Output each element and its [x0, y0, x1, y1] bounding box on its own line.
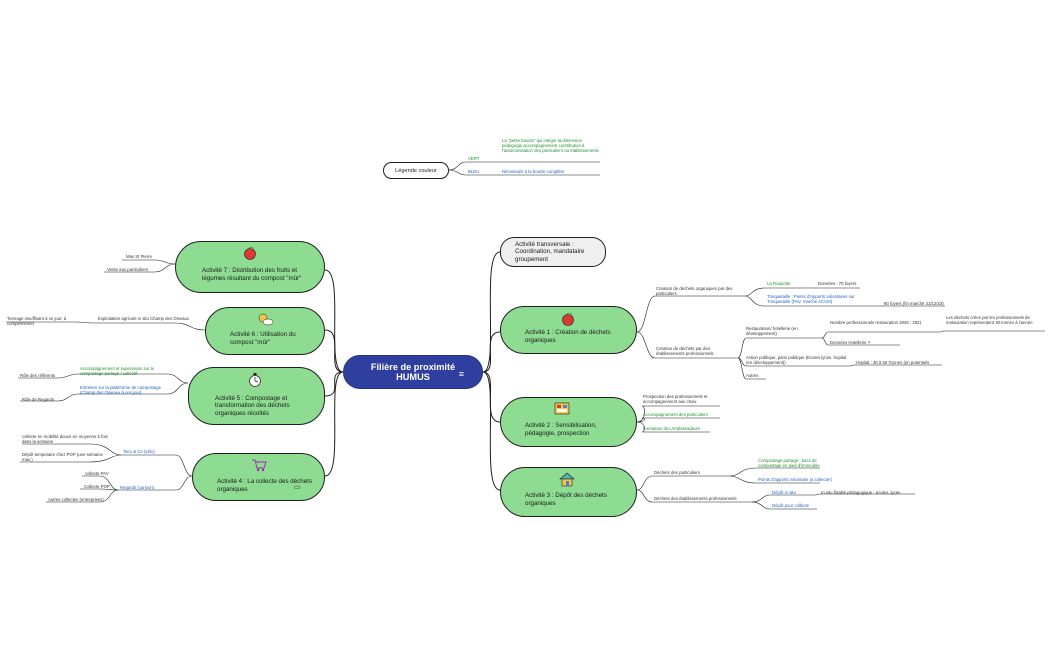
a5-role-referents: Rôle des référents — [20, 373, 56, 378]
central-title: Filière de proximité HUMUS — [370, 361, 456, 383]
a4-taco-mobilite: collecte en mobilité douce en moyenne 5 … — [22, 434, 108, 445]
a1-roquette-data: Données : 70 foyers — [818, 281, 857, 286]
a4-collecte-pop: Collecte POP — [84, 484, 110, 489]
a7-vente: Vente aux particuliers — [107, 267, 149, 272]
legend-bleu-label: BLEU — [468, 169, 480, 174]
cart-icon — [252, 459, 267, 472]
a6-exploitation: Exploitation agricole in situ Champ des … — [98, 316, 189, 321]
a1-creation-etablissements: Création de déchets par des établissemen… — [656, 346, 714, 357]
apple-icon — [244, 247, 256, 260]
a2-prospection: Prospection des professionnels et accomp… — [643, 394, 708, 405]
a1-action-publique: Action publique, paris publique (Ecoles … — [746, 355, 847, 366]
a1-creation-particuliers: Création de déchets organiques par des p… — [656, 286, 733, 297]
node-title: Activité 3 : Dépôt des déchets organique… — [525, 492, 607, 507]
a4-taco-depot: Dépôt temporaire chez POP (une semaine m… — [22, 452, 103, 463]
menu-icon[interactable]: ≡ — [458, 369, 464, 379]
node-activite-transversale[interactable]: Activité transversale : Coordination, ma… — [500, 237, 606, 267]
a2-accompagnement: Accompagnement des particuliers — [643, 412, 708, 417]
a4-autres-collectes: Autres collectes (entreprises) — [48, 497, 104, 502]
node-activite-4[interactable]: Activité 4 : La collecte des déchets org… — [192, 453, 325, 501]
node-title: Activité 1 : Création de déchets organiq… — [525, 329, 611, 344]
a4-collecte-pav: collecte PAV — [85, 471, 109, 476]
a4-regards: Regards (camion) — [120, 485, 155, 490]
timer-icon — [249, 373, 261, 387]
a7-mas: Mas St Pierre — [126, 254, 153, 259]
a3-depot-situ: Dépôt in situ — [772, 490, 796, 495]
node-title: Activité 5 : Compostage et transformatio… — [215, 394, 290, 417]
comment-icon[interactable]: ▭ — [294, 484, 301, 491]
a5-accompagnement: Accompagnement et supervision sur le com… — [80, 366, 155, 377]
a1-trinquetaille: Trinquetaille : Points d'Apports Volonta… — [767, 294, 855, 305]
apple-icon — [562, 313, 574, 326]
node-title: Activité transversale : Coordination, ma… — [515, 240, 585, 263]
a3-points-apports: Points d'apports volontaire (a collecter… — [758, 477, 833, 482]
a3-compostage-partage: Compostage partagé : bacs de compostage … — [758, 458, 820, 469]
house-icon — [559, 472, 575, 487]
central-topic[interactable]: Filière de proximité HUMUS ≡ — [343, 355, 483, 389]
a3-situ-finalite: In situ finalité pédagogique : écoles, l… — [821, 490, 901, 495]
legend-bleu-text: Nécessaire à la boucle complète — [502, 169, 565, 174]
a1-roquette: La Roquette — [767, 281, 791, 286]
a4-taco: Taco & Co (vélo) — [123, 449, 155, 454]
a1-restauration: Restauration/ hotellerie (en développeme… — [746, 326, 798, 337]
a3-dechets-etablissements: Déchets des établissements professionnel… — [654, 496, 737, 501]
a3-depot-collecte: Dépôt pour collecte — [772, 503, 810, 508]
node-title: Activité 7 : Distribution des fruits et … — [202, 267, 302, 282]
a1-hopital: Hopital : 30 à 50 Tonnes (en potentiels — [856, 360, 930, 365]
a1-donnees-hotellerie: Données Hotellerie ? — [830, 340, 871, 345]
node-title: Activité 6 : Utilisation du compost "mûr… — [230, 331, 296, 346]
presentation-icon — [554, 402, 570, 415]
node-title: Activité 2 : Sensibilisation, pédagogie,… — [525, 422, 597, 437]
legend-node[interactable]: Légende couleur — [383, 162, 449, 179]
weather-icon — [258, 313, 274, 326]
a6-tonnage: Tonnage insuffisant à ce jour, à complém… — [7, 316, 67, 327]
a5-role-regards: Rôle de Regards — [22, 397, 55, 402]
legend-vert-text: La "petite boucle" qui intègre la dimens… — [502, 138, 599, 154]
a2-formation: Formation des Ambassadeurs — [643, 426, 701, 431]
legend-title: Légende couleur — [395, 167, 437, 174]
a3-dechets-particuliers: Déchets des particuliers — [654, 470, 700, 475]
a1-trinquetaille-data: 80 foyers (fin marché 31/12/23) — [884, 301, 944, 306]
legend-vert-label: VERT — [468, 156, 480, 161]
a1-dechets-crees: Les déchets crées par les professionnels… — [946, 315, 1033, 326]
a5-entretien: Entretien sur la plateforme de compostag… — [80, 385, 161, 396]
a1-autres: Autres — [746, 373, 759, 378]
a1-nombre-pros: Nombre professionnels restauration 2020 … — [830, 320, 922, 325]
node-title: Activité 4 : La collecte des déchets org… — [217, 478, 312, 493]
